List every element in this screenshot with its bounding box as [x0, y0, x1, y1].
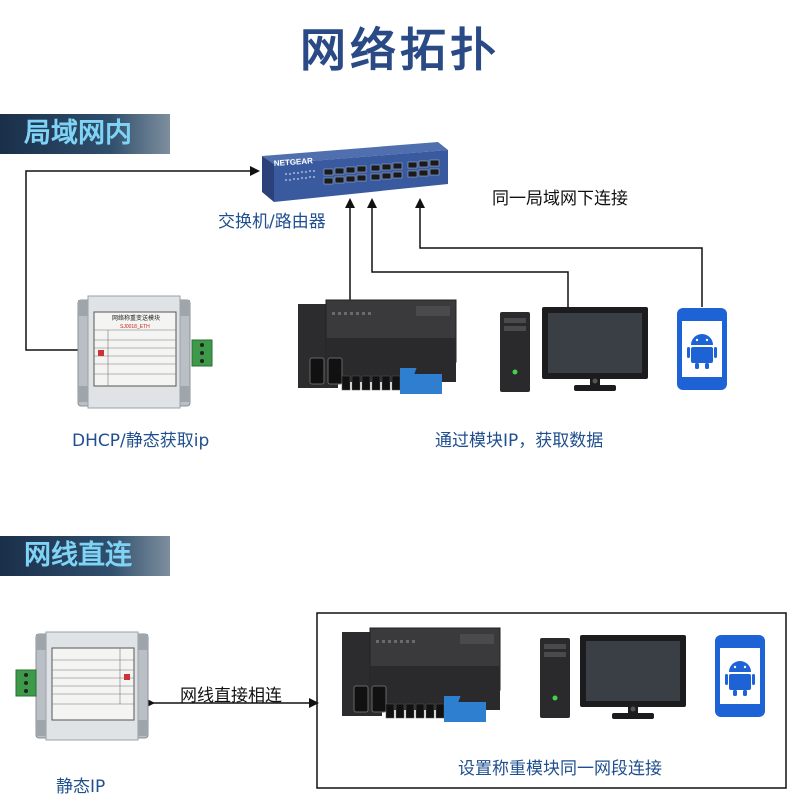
cable-label: 网线直接相连 — [180, 686, 282, 706]
connect-label: 同一局域网下连接 — [492, 189, 628, 209]
line-module-to-switch — [25, 166, 260, 351]
devices-caption-direct: 设置称重模块同一网段连接 — [458, 759, 662, 779]
module-caption-lan: DHCP/静态获取ip — [72, 431, 210, 451]
plc-icon — [342, 627, 501, 722]
devices-caption-lan: 通过模块IP，获取数据 — [435, 431, 604, 451]
section-tag-direct: 网线直连 — [0, 536, 170, 576]
page-title: 网络拓扑 — [300, 23, 500, 77]
pc-tower-icon — [500, 312, 530, 392]
monitor-icon — [580, 635, 686, 719]
network-switch-icon: NETGEAR — [262, 142, 448, 202]
section-tag-lan: 局域网内 — [0, 114, 170, 154]
monitor-icon — [542, 307, 648, 391]
line-phone-to-switch — [415, 198, 703, 307]
line-pc-to-switch — [367, 198, 569, 307]
android-phone-icon — [715, 635, 765, 717]
android-phone-icon — [677, 308, 727, 390]
module-caption-direct: 静态IP — [56, 777, 106, 797]
module-face-model: SJ0018_ETH — [120, 324, 150, 330]
device-group-frame — [316, 612, 787, 789]
weighing-module-icon — [15, 631, 149, 741]
switch-brand: NETGEAR — [274, 156, 314, 168]
weighing-module-icon: 网络称重变送模块 SJ0018_ETH — [77, 295, 213, 409]
plc-icon — [298, 299, 457, 394]
switch-label: 交换机/路由器 — [218, 212, 326, 232]
pc-tower-icon — [540, 638, 570, 718]
module-face-title: 网络称重变送模块 — [112, 314, 160, 322]
